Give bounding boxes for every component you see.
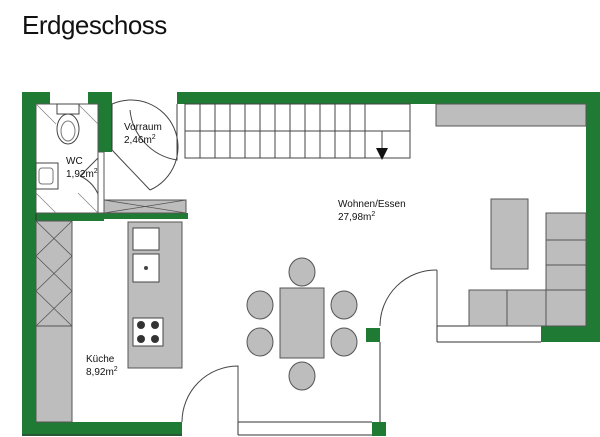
room-label-wc: WC 1,92m2 [66, 156, 98, 180]
staircase [184, 103, 411, 159]
svg-text:2,46m2: 2,46m2 [124, 134, 156, 146]
wall-kitchen-top [98, 213, 188, 219]
wall-right-lower [541, 326, 600, 342]
chair [330, 290, 358, 320]
chair [288, 361, 316, 391]
dining-set [246, 257, 358, 391]
wall-bottom-right [372, 422, 386, 436]
chair [246, 290, 274, 320]
terrace-door-swing [379, 269, 438, 327]
room-area: 2,46m [124, 135, 152, 146]
sofa [468, 212, 587, 327]
kitchen-island [127, 221, 183, 369]
room-label-vorraum: Vorraum 2,46m2 [124, 122, 162, 146]
chair [246, 327, 274, 357]
wall-left [22, 92, 36, 435]
wc-fixtures [35, 103, 105, 214]
room-label-kueche: Küche 8,92m2 [86, 354, 118, 378]
wc-door-swing [79, 157, 99, 195]
coffee-table [490, 198, 529, 270]
svg-text:1,92m2: 1,92m2 [66, 168, 98, 180]
sideboard [435, 103, 587, 127]
bottom-door-swing [181, 365, 239, 423]
room-area: 8,92m [86, 367, 114, 378]
svg-text:8,92m2: 8,92m2 [86, 366, 118, 378]
vorraum-door-swing [111, 99, 179, 191]
front-door-swing [129, 104, 178, 161]
room-area: 27,98m [338, 212, 371, 223]
room-name: Wohnen/Essen [338, 199, 406, 210]
wall-bottom-left [22, 422, 182, 436]
toilet-tank [56, 103, 80, 115]
room-label-wohnen: Wohnen/Essen 27,98m2 [338, 199, 406, 223]
wall-top-main [177, 92, 600, 104]
toilet-bowl [56, 113, 80, 145]
wall-right [586, 92, 600, 342]
chair [330, 327, 358, 357]
wall-wc-vorraum [98, 92, 112, 152]
wall-wc-bottom [36, 213, 104, 221]
dining-table [279, 287, 325, 359]
room-name: Küche [86, 354, 115, 365]
stove-icon [132, 317, 164, 347]
stair-arrow-icon [376, 148, 388, 160]
wall-top-left [22, 92, 50, 104]
plan-title: Erdgeschoss [22, 10, 167, 40]
room-area: 1,92m [66, 169, 94, 180]
chair [288, 257, 316, 287]
kitchen-counter-left [35, 220, 73, 423]
walls [22, 92, 600, 436]
sink-icon [132, 227, 160, 251]
wall-right-stub [366, 328, 380, 342]
svg-text:27,98m2: 27,98m2 [338, 211, 375, 223]
room-name: Vorraum [124, 122, 162, 133]
room-name: WC [66, 156, 83, 167]
